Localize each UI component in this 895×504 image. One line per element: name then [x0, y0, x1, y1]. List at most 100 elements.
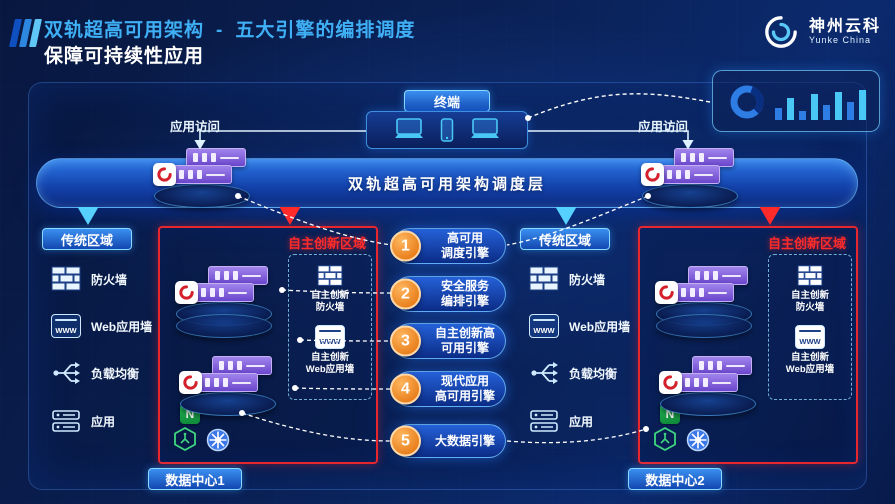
server-icon: [194, 283, 254, 302]
brand-logo: 神州云科 Yunke China: [761, 12, 881, 52]
inno-firewall: 自主创新防火墙: [791, 265, 829, 315]
www-icon: WWW: [528, 312, 560, 340]
zone-item-label: Web应用墙: [569, 319, 631, 334]
zone-item-firewall: 防火墙: [528, 264, 605, 294]
inno-firewall-label: 防火墙: [315, 302, 345, 314]
zone-item-loadbalancer: 负载均衡: [528, 358, 617, 388]
inno-firewall-label: 自主创新: [310, 290, 349, 301]
platform-disc: [656, 314, 752, 338]
server-icon: [172, 165, 232, 184]
engine-label: 可用引擎: [440, 341, 489, 355]
engine-number: 4: [390, 373, 421, 405]
hexagon-node-icon: [174, 426, 196, 452]
vendor-badge-icon: [153, 163, 176, 186]
www-glyph: WWW: [794, 324, 825, 349]
engine-pill-4: 4 现代应用高可用引擎: [390, 371, 506, 407]
zone-item-firewall: 防火墙: [50, 264, 127, 294]
engine-label: 大数据引擎: [434, 433, 495, 448]
load-balancer-icon: [50, 359, 82, 387]
logo-subname: Yunke China: [808, 34, 872, 45]
load-balancer-icon: [528, 359, 560, 387]
zone-item-label: 应用: [569, 414, 594, 429]
title-sub: 五大引擎的编排调度: [235, 20, 416, 41]
server-icon: [674, 283, 734, 302]
datacenter-tag-1: 数据中心1: [148, 468, 242, 490]
vendor-badge-icon: [655, 281, 678, 304]
zone-item-waf: WWW Web应用墙: [528, 311, 630, 341]
logo-swirl-icon: [765, 16, 797, 48]
server-cluster-left: [148, 146, 258, 212]
laptop-icon: [471, 118, 499, 138]
innovation-zone-left: 自主创新区域 自主创新防火墙: [158, 226, 378, 464]
platform-disc: [176, 314, 272, 338]
laptop-icon: [395, 118, 423, 138]
terminal-tag: 终端: [404, 90, 490, 112]
engine-number: 3: [390, 325, 421, 357]
engine-label: 现代应用: [440, 374, 489, 388]
engine-label: 高可用: [446, 231, 483, 245]
scheduler-label: 双轨超高可用架构调度层: [347, 175, 546, 193]
title-main: 双轨超高可用架构: [44, 20, 205, 41]
zone-item-label: 负载均衡: [569, 366, 618, 381]
kubernetes-wheel-icon: [686, 428, 710, 452]
server-icon: [198, 373, 258, 392]
engine-label: 调度引擎: [440, 246, 489, 260]
zone-item-loadbalancer: 负载均衡: [50, 358, 139, 388]
inno-server-cluster: [174, 354, 284, 420]
inno-firewall: 自主创新防火墙: [311, 265, 349, 315]
platform-disc: [642, 184, 738, 208]
inno-waf-label: 自主创新: [790, 351, 829, 363]
vendor-badge-icon: [175, 281, 198, 304]
vendor-badge-icon: [659, 371, 682, 394]
zone-item-label: Web应用墙: [91, 319, 153, 334]
firewall-brick-icon: [797, 265, 823, 286]
server-icon: [678, 373, 738, 392]
phone-icon: [440, 118, 454, 142]
access-label-right: 应用访问: [638, 120, 689, 134]
server-cluster-right: [636, 146, 746, 212]
datacenter-tag-2: 数据中心2: [628, 468, 722, 490]
server-icon: [660, 165, 720, 184]
terminal-devices: [366, 111, 528, 149]
platform-disc: [660, 392, 756, 416]
engine-label: 编排引擎: [440, 294, 489, 308]
www-icon: WWW: [50, 312, 82, 340]
engine-label: 安全服务: [440, 279, 489, 293]
www-glyph: WWW: [529, 314, 559, 338]
traditional-zone-tag-left: 传统区域: [42, 228, 132, 250]
innovation-zone-right: 自主创新区域 自主创新防火墙: [638, 226, 858, 464]
app-stack-icon: [528, 407, 560, 435]
inno-waf-label: Web应用墙: [785, 364, 835, 376]
vendor-badge-icon: [179, 371, 202, 394]
inno-server-cluster: [650, 264, 760, 338]
innovation-zone-title: 自主创新区域: [767, 236, 846, 251]
innovation-zone-title: 自主创新区域: [287, 236, 366, 251]
access-label-left: 应用访问: [170, 120, 221, 134]
engine-pill-3: 3 自主创新高可用引擎: [390, 323, 506, 359]
engine-number: 1: [390, 230, 421, 262]
zone-item-label: 防火墙: [91, 272, 128, 287]
engine-number: 5: [390, 425, 421, 457]
server-icon: [692, 356, 752, 375]
inno-firewall-label: 防火墙: [795, 302, 825, 314]
zone-item-waf: WWW Web应用墙: [50, 311, 152, 341]
platform-disc: [180, 392, 276, 416]
firewall-brick-icon: [317, 265, 343, 286]
engine-pill-5: 5 大数据引擎: [390, 424, 506, 458]
engine-pill-2: 2 安全服务编排引擎: [390, 276, 506, 312]
engine-pill-1: 1 高可用调度引擎: [390, 228, 506, 264]
donut-chart-icon: [730, 85, 764, 119]
zone-item-label: 防火墙: [569, 272, 606, 287]
platform-disc: [154, 184, 250, 208]
monitoring-panel: [712, 70, 880, 132]
inno-waf-label: 自主创新: [310, 351, 349, 363]
zone-item-app: 应用: [50, 406, 115, 436]
engine-label: 自主创新高: [434, 326, 495, 340]
page-title: 双轨超高可用架构-五大引擎的编排调度: [44, 15, 415, 42]
inno-server-cluster: [170, 264, 280, 338]
